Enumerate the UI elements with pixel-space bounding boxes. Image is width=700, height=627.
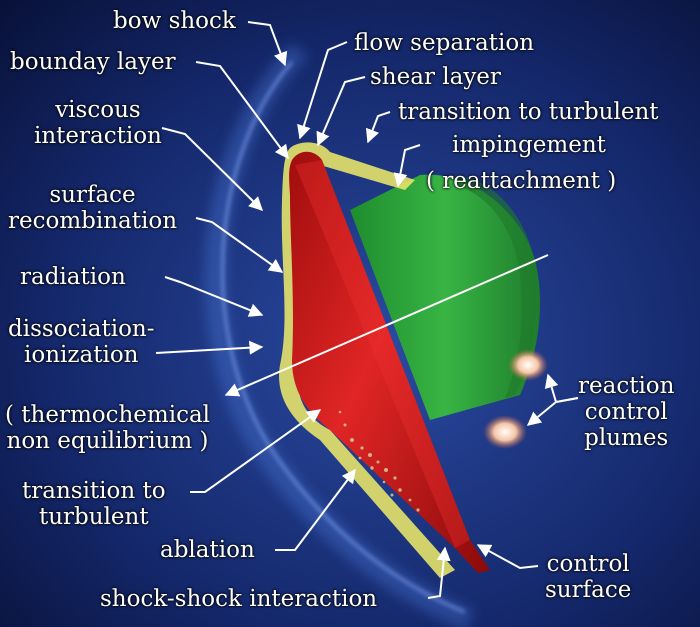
transition-turbulent-lower-leader [190,409,322,493]
control-surface-label: control surface [545,551,632,603]
capsule-body-shade [455,175,537,398]
shock-shock-leader [427,546,451,599]
surface-recombination-leader [195,217,284,273]
radiation-leader [164,276,264,317]
shear-layer-label: shear layer [370,64,501,90]
viscous-interaction-label: viscous interaction [34,97,162,149]
dissociation-leader [155,340,264,355]
heat-shield-highlight [295,160,470,548]
surface-recombination-label: surface recombination [8,182,178,234]
bow-shock-edge [221,61,466,614]
plumes-leader-lower [526,397,579,426]
thermochemical-label: ( thermochemical non equilibrium ) [5,402,211,454]
shock-shock-interaction-label: shock-shock interaction [100,586,378,612]
reaction-control-plumes-label: reaction control plumes [578,373,675,451]
radiation-label: radiation [20,264,126,290]
control-surface-leader [476,544,539,570]
leader-lines [155,21,579,599]
shear-layer-leader [316,76,366,147]
transition-turbulent-lower-label: transition to turbulent [22,478,166,530]
boundary-layer-label: bounday layer [10,49,176,75]
flow-separation-leader [297,41,348,140]
impingement-label: impingement [452,132,606,158]
transition-turbulent-upper-label: transition to turbulent [398,99,659,125]
ablation-label: ablation [160,537,255,563]
dissociation-ionization-label: dissociation- ionization [8,316,155,368]
transition-turbulent-upper-leader [365,111,391,144]
bow-shock [204,42,475,627]
viscous-interaction-leader [161,127,263,211]
boundary-layer-leader [195,61,289,160]
impingement-leader [393,144,421,188]
capsule-body [350,174,540,420]
heat-shield [289,151,490,573]
rcs-plume-lower [483,415,527,449]
bow-shock-label: bow shock [113,8,236,34]
bow-shock-leader [247,21,288,67]
ablation-particles [338,410,420,512]
ablation-leader [275,468,356,551]
flow-separation-label: flow separation [354,30,535,56]
rcs-plume-upper [508,349,548,381]
reattachment-label: ( reattachment ) [426,168,617,194]
thermochemical-leader [224,254,549,397]
